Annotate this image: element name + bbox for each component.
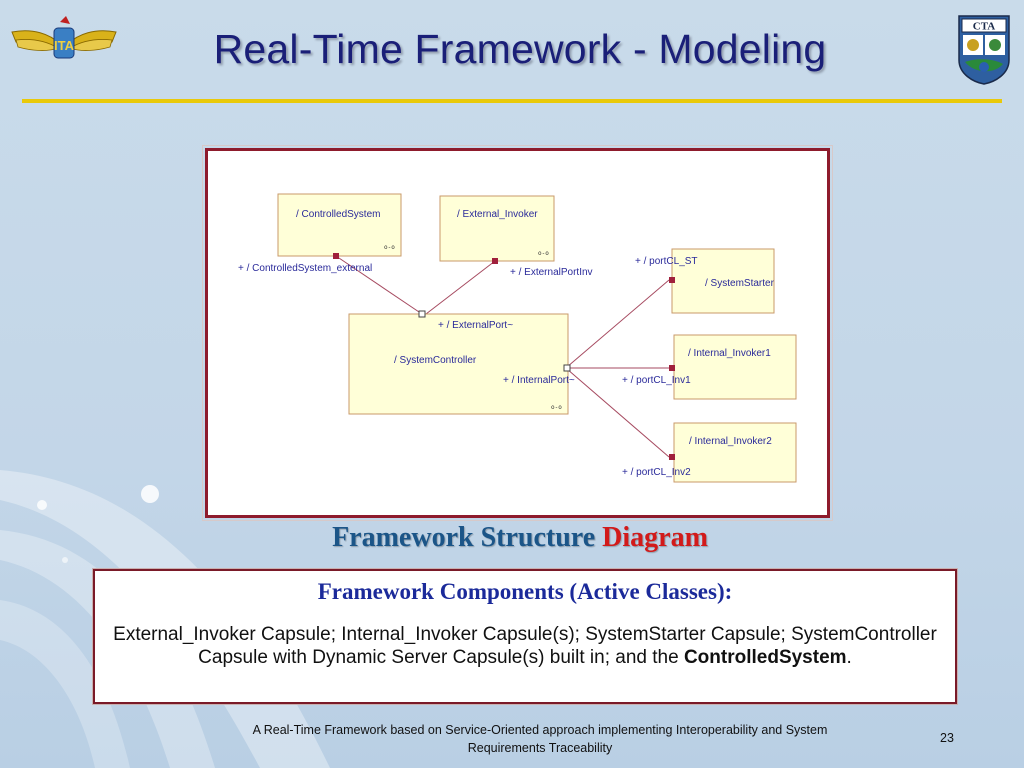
caption-part1: Framework Structure — [332, 522, 596, 553]
capsule-label: / Internal_Invoker1 — [688, 348, 771, 359]
capsule-internal-invoker2[interactable] — [673, 422, 797, 483]
connector-controller-to-invoker2 — [566, 368, 670, 458]
port-external-port[interactable] — [418, 310, 426, 318]
port-internal-port[interactable] — [563, 364, 571, 372]
structure-diagram: / ControlledSystem o-o / External_Invoke… — [202, 145, 833, 521]
slide-title: Real-Time Framework - Modeling — [213, 26, 827, 72]
diagram-canvas: / ControlledSystem o-o / External_Invoke… — [238, 193, 797, 483]
port-label: + / portCL_Inv1 — [622, 375, 691, 386]
port-label: + / InternalPort~ — [503, 375, 575, 386]
connector-invoker-to-controller — [425, 260, 496, 315]
cta-logo: CTA — [958, 15, 1010, 85]
page-number: 23 — [940, 731, 954, 745]
capsule-label: / External_Invoker — [457, 209, 538, 220]
capsule-marker-icon: o-o — [538, 250, 549, 257]
title-underline — [22, 99, 1002, 103]
port-label: + / portCL_ST — [635, 256, 698, 267]
connector-controller-to-starter — [566, 279, 670, 368]
components-box: Framework Components (Active Classes): E… — [93, 569, 957, 704]
slide-footer: A Real-Time Framework based on Service-O… — [190, 721, 890, 757]
cta-logo-text: CTA — [973, 21, 995, 33]
capsule-system-controller[interactable] — [348, 313, 569, 415]
port-external-port-inv[interactable] — [492, 258, 498, 264]
ita-logo-text: ITA — [54, 38, 75, 53]
port-controlled-system-external[interactable] — [333, 253, 339, 259]
footer-line2: Requirements Traceability — [467, 741, 613, 755]
capsule-label: / Internal_Invoker2 — [689, 436, 772, 447]
port-label: + / portCL_Inv2 — [622, 467, 691, 478]
port-cl-inv1[interactable] — [669, 365, 675, 371]
capsule-internal-invoker1[interactable] — [673, 334, 797, 400]
port-label: + / ExternalPort~ — [438, 320, 513, 331]
capsule-marker-icon: o-o — [551, 404, 562, 411]
ita-logo: ITA — [11, 16, 117, 59]
components-bold-term: ControlledSystem — [683, 647, 847, 668]
capsule-label: / SystemStarter — [705, 278, 775, 289]
connector-controlled-to-controller — [335, 255, 423, 315]
caption-part2: Diagram — [602, 522, 708, 553]
capsule-label: / SystemController — [394, 355, 477, 366]
port-label: + / ExternalPortInv — [510, 267, 593, 278]
capsule-label: / ControlledSystem — [296, 209, 380, 220]
components-end: . — [846, 647, 852, 668]
port-cl-st[interactable] — [669, 277, 675, 283]
capsule-marker-icon: o-o — [384, 244, 395, 251]
diagram-caption: Framework Structure Diagram — [200, 522, 840, 554]
port-label: + / ControlledSystem_external — [238, 263, 372, 274]
components-body: External_Invoker Capsule; Internal_Invok… — [109, 623, 941, 669]
capsule-external-invoker[interactable] — [439, 195, 555, 262]
capsule-controlled-system[interactable] — [277, 193, 402, 257]
capsule-system-starter[interactable] — [671, 248, 775, 314]
port-cl-inv2[interactable] — [669, 454, 675, 460]
components-heading: Framework Components (Active Classes): — [317, 579, 733, 604]
footer-line1: A Real-Time Framework based on Service-O… — [252, 723, 828, 737]
components-text: External_Invoker Capsule; Internal_Invok… — [113, 624, 937, 668]
